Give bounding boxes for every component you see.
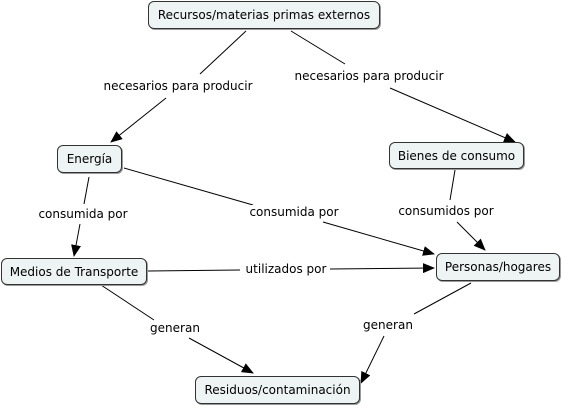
edge-medios-personas-a [147,269,241,272]
edge-energia-personas-a [123,167,254,206]
node-residuos[interactable]: Residuos/contaminación [195,376,360,404]
edge-recursos-energia-a [199,30,247,75]
node-energia[interactable]: Energía [57,145,122,173]
edge-energia-personas-b [322,221,435,256]
edge-personas-residuos-a [413,282,472,315]
edge-medios-residuos-a [100,284,155,321]
edge-medios-residuos-b [188,337,254,374]
label-consumida-mid: consumida por [247,205,341,219]
edge-recursos-bienes-b [389,87,516,143]
label-consumida-left: consumida por [36,207,130,221]
label-generan-right: generan [361,318,415,332]
label-necesarios-right: necesarios para producir [292,69,446,83]
label-necesarios-left: necesarios para producir [101,79,255,93]
edge-bienes-personas-b [456,221,486,251]
edge-energia-medios-b [71,223,81,257]
edge-recursos-energia-b [110,97,167,143]
edge-personas-residuos-b [360,335,385,384]
edge-recursos-bienes-a [290,30,346,65]
node-recursos[interactable]: Recursos/materias primas externos [148,1,380,29]
label-consumidos: consumidos por [396,204,496,218]
node-medios[interactable]: Medios de Transporte [1,258,147,285]
edge-medios-personas-b [329,263,435,274]
label-utilizados: utilizados por [243,262,329,276]
edge-bienes-personas-a [449,169,456,201]
node-bienes[interactable]: Bienes de consumo [389,142,524,169]
node-personas[interactable]: Personas/hogares [436,253,560,281]
label-generan-left: generan [148,321,202,335]
edge-energia-medios-a [83,176,90,205]
